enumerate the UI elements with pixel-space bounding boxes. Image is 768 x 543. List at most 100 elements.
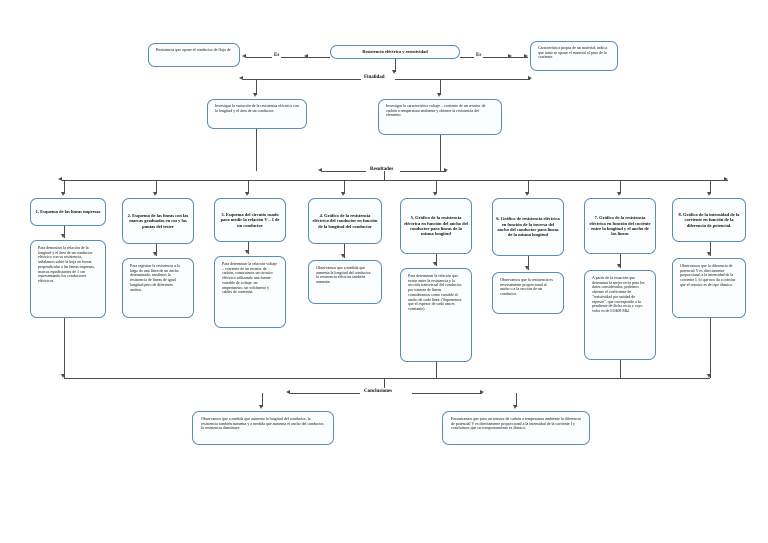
node-result-3-body[interactable]: Para determinar la relación voltaje – co… [214,256,286,328]
bar-finalidad-right [395,79,530,80]
result-6-heading-text: 6. Gráfico de resistencia eléctrica en f… [496,216,560,238]
result-6-body-text: Observamos que la resistencia es inversa… [500,277,553,297]
edge-conclusion-1-down [262,393,263,407]
node-result-2-heading[interactable]: 2. Esquema de las líneas con las marcas … [122,198,194,244]
result-4-heading-text: 4. Gráfico de la resistencia eléctrica d… [312,213,378,229]
node-result-2-body[interactable]: Para registrar la resistencia a lo largo… [122,258,194,318]
arrow-title-down [392,70,397,74]
label-resultados: Resultados [368,167,396,172]
arrow-r6-body [525,266,530,270]
arrow-resultados-left [318,168,322,173]
result-5-body-text: Para determinar la relación que existe e… [408,273,463,312]
result-2-heading-text: 2. Esquema de las líneas con las marcas … [127,213,189,229]
edge-r7-head-to-body [620,254,621,268]
arrow-conclusiones-right [480,390,484,395]
edge-r8-to-collector [710,318,711,378]
node-left-definition[interactable]: Resistencia que opone el conductor de fl… [148,43,240,67]
edge-resultados-join-left [256,155,257,171]
node-result-4-heading[interactable]: 4. Gráfico de la resistencia eléctrica d… [308,198,382,244]
bar-conclusiones-right [412,393,482,394]
result-1-body-text: Para demostrar la relación de la longitu… [38,245,95,284]
arrow-conclusiones-left [286,390,290,395]
arrow-conclusion-2 [513,405,518,409]
edge-obj1-down [256,129,257,155]
edge-dist-to-r7 [620,180,621,194]
arrow-r1-body [61,234,66,238]
arrow-r7-head [617,192,622,196]
edge-finalidad-to-obj1 [256,79,257,95]
conclusion-1-text: Observamos que a medida que aumenta la l… [201,416,325,431]
edge-r5-head-to-body [436,254,437,266]
label-conclusiones: Conclusiones [362,389,395,394]
edge-dist-to-r4 [344,180,345,194]
edge-dist-to-r1 [64,180,65,194]
edge-obj2-down [440,135,441,155]
arrow-r5-body [433,262,438,266]
node-right-definition[interactable]: Característica propia de un material; in… [530,41,618,71]
result-5-heading-text: 5. Gráfico de la resistencia eléctrica e… [404,215,468,237]
arrow-r1-head [61,192,66,196]
arrow-r3-body [245,250,250,254]
node-main-title[interactable]: Resistencia eléctrica y resistividad [330,45,460,59]
edge-dist-to-r6 [528,180,529,194]
node-objective-1[interactable]: Investigar la variación de la resistenci… [207,99,307,129]
node-result-1-heading[interactable]: 1. Esquema de las líneas impresas [30,198,106,226]
edge-dist-to-r8 [710,180,711,194]
node-result-4-body[interactable]: Observamos que a medida que aumenta la l… [308,260,382,304]
arrow-mid-left [304,54,308,59]
arrow-finalidad-left [239,76,243,81]
node-conclusion-2[interactable]: Encontramos que para un resistor de carb… [442,411,590,445]
node-objective-2[interactable]: Investigar la característica voltaje – c… [378,99,502,135]
node-result-8-heading[interactable]: 8. Gráfico de la intensidad de la corrie… [672,198,746,242]
node-conclusion-1[interactable]: Observamos que a medida que aumenta la l… [192,411,334,445]
arrow-left-definition [242,54,246,59]
edge-resultados-center-down [384,171,385,180]
bar-conclusiones-left [290,393,360,394]
node-result-8-body[interactable]: Observamos que la diferencia de potencia… [672,258,746,318]
edge-collector-down [384,378,385,388]
edge-title-to-left [246,57,330,58]
arrow-collector-right-cap [707,374,712,378]
arrow-r7-body [617,264,622,268]
edge-title-to-right [460,57,528,58]
result-4-body-text: Observamos que a medida que aumenta la l… [316,265,372,285]
bar-resultados-right [400,171,446,172]
arrow-obj2-down [437,93,442,97]
arrow-r5-head [433,192,438,196]
node-result-6-body[interactable]: Observamos que la resistencia es inversa… [492,272,564,314]
edge-r7-to-collector [620,360,621,378]
result-8-heading-text: 8. Gráfico de la intensidad de la corrie… [678,212,740,228]
node-result-5-heading[interactable]: 5. Gráfico de la resistencia eléctrica e… [400,198,472,254]
edge-r1-to-collector [64,318,65,378]
node-result-7-body[interactable]: A partir de la ecuación que determina la… [584,270,656,360]
node-result-5-body[interactable]: Para determinar la relación que existe e… [400,268,472,362]
node-result-3-heading[interactable]: 3. Esquema del circuito usado para medir… [214,198,286,242]
right-definition-text: Característica propia de un material; in… [538,45,607,60]
left-definition-text: Resistencia que opone el conductor de fl… [156,47,231,52]
node-result-6-heading[interactable]: 6. Gráfico de resistencia eléctrica en f… [492,198,564,256]
arrow-r6-head [525,192,530,196]
arrow-dist-left-end [58,177,62,182]
arrow-obj1-down [253,93,258,97]
node-result-1-body[interactable]: Para demostrar la relación de la longitu… [30,240,106,318]
edge-r1-head-to-body [64,226,65,238]
edge-dist-to-r2 [156,180,157,194]
edge-conclusion-2-down [516,393,517,407]
edge-label-es-left: Es [272,53,282,58]
result-7-heading-text: 7. Gráfico de la resistencia eléctrica e… [589,215,651,237]
result-8-body-text: Observamos que la diferencia de potencia… [680,263,736,287]
arrow-r4-head [341,192,346,196]
bar-results-distribution [62,180,728,181]
arrow-conclusion-1 [259,405,264,409]
result-3-heading-text: 3. Esquema del circuito usado para medir… [220,212,280,228]
objective-2-text: Investigar la característica voltaje – c… [386,103,486,118]
conclusion-2-text: Encontramos que para un resistor de carb… [451,416,581,431]
arrow-right-definition [524,54,528,59]
node-result-7-heading[interactable]: 7. Gráfico de la resistencia eléctrica e… [584,198,656,254]
objective-1-text: Investigar la variación de la resistenci… [215,103,299,113]
result-1-heading-text: 1. Esquema de las líneas impresas [35,209,101,215]
edge-r6-head-to-body [528,256,529,270]
arrow-r2-body [153,252,158,256]
edge-r3-head-to-body [248,242,249,254]
